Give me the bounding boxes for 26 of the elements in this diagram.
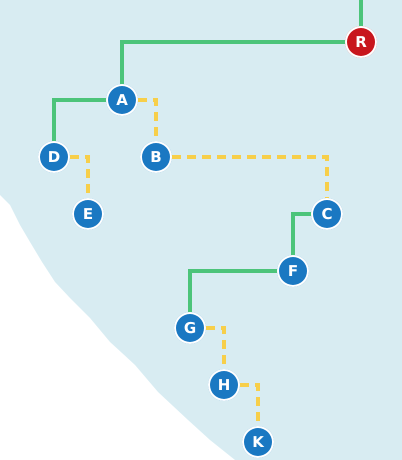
tree-node-circle bbox=[174, 312, 206, 344]
tree-node-circle bbox=[311, 198, 343, 230]
connector-line bbox=[172, 155, 329, 198]
tree-node-circle bbox=[345, 26, 377, 58]
tree-node-circle bbox=[277, 255, 309, 287]
tree-node-circle bbox=[242, 426, 274, 458]
node-letter: H bbox=[218, 376, 230, 394]
node-letter: R bbox=[355, 33, 367, 51]
node-letter: B bbox=[150, 148, 162, 166]
node-letter: G bbox=[184, 319, 196, 337]
node-letter: K bbox=[252, 433, 264, 451]
node-letter: E bbox=[82, 205, 94, 223]
node-letter: F bbox=[288, 262, 298, 280]
node-letter: C bbox=[321, 205, 332, 223]
connector-line bbox=[120, 40, 345, 84]
connector-line bbox=[291, 212, 311, 255]
tree-node-circle bbox=[106, 84, 138, 116]
tree-node-circle bbox=[38, 141, 70, 173]
connector-line bbox=[188, 269, 277, 312]
tree-node-circle bbox=[208, 369, 240, 401]
connector-line bbox=[52, 98, 106, 141]
connector-line bbox=[359, 0, 363, 26]
node-letter: A bbox=[116, 91, 128, 109]
tree-node-circle bbox=[72, 198, 104, 230]
tree-node-circle bbox=[140, 141, 172, 173]
node-letter: D bbox=[48, 148, 60, 166]
